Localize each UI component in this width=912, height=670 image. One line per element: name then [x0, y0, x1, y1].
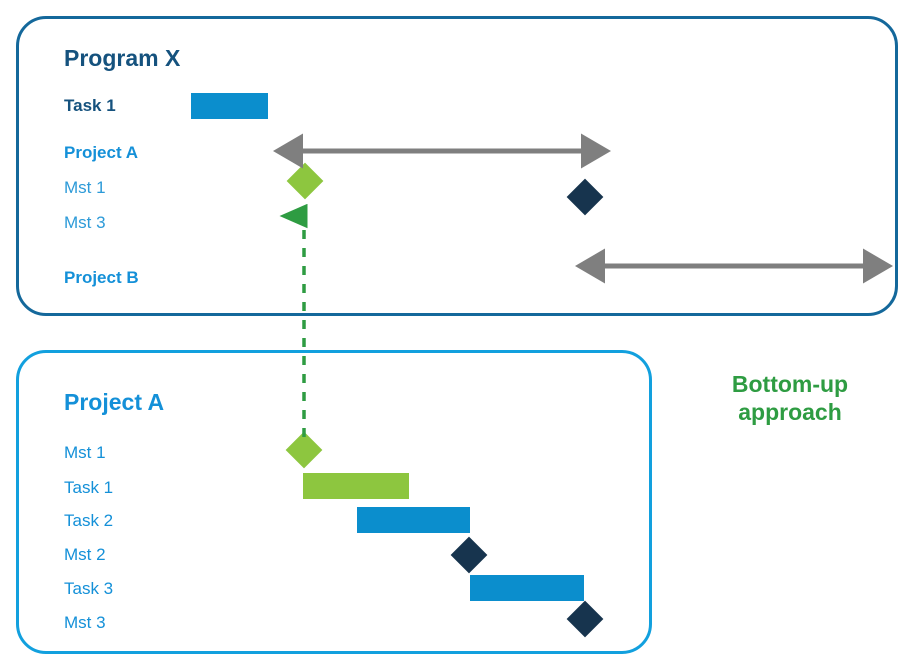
caption-bottom-up-approach: Bottom-up approach [690, 370, 890, 426]
project-bar-task-1[interactable] [303, 473, 409, 499]
caption-line-1: Bottom-up [731, 371, 849, 397]
project-row-label-task-1: Task 1 [64, 478, 114, 497]
project-bar-task-2[interactable] [357, 507, 470, 533]
program-row-label-project-b: Project B [64, 268, 139, 287]
program-row-label-mst-1: Mst 1 [64, 178, 106, 197]
project-title: Project A [64, 389, 165, 415]
program-bar-task-1[interactable] [191, 93, 268, 119]
program-panel[interactable] [16, 16, 898, 316]
project-panel[interactable] [16, 350, 652, 654]
project-row-label-mst-2: Mst 2 [64, 545, 106, 564]
project-row-label-task-2: Task 2 [64, 511, 114, 530]
project-row-label-task-3: Task 3 [64, 579, 114, 598]
program-row-label-task-1: Task 1 [64, 96, 116, 115]
program-row-label-mst-3: Mst 3 [64, 213, 106, 232]
caption-line-2: approach [738, 399, 842, 426]
project-row-label-mst-3: Mst 3 [64, 613, 106, 632]
project-bar-task-3[interactable] [470, 575, 584, 601]
project-row-label-mst-1: Mst 1 [64, 443, 106, 462]
program-row-label-project-a: Project A [64, 143, 139, 162]
program-title: Program X [64, 45, 181, 71]
